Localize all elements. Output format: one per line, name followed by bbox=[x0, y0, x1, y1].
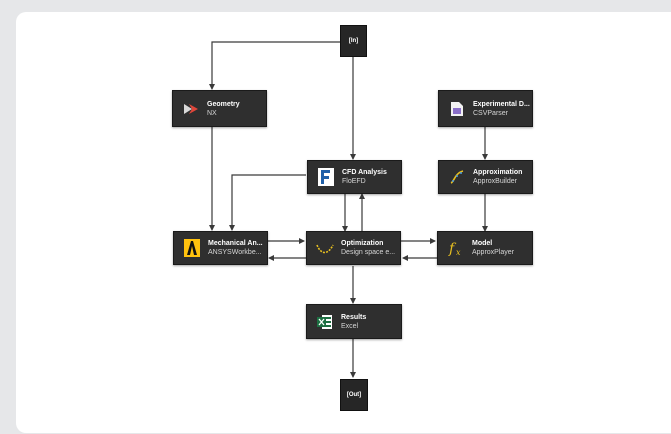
svg-text:f: f bbox=[448, 241, 457, 257]
floefd-icon bbox=[317, 168, 335, 186]
results-subtitle: Excel bbox=[341, 322, 359, 330]
model-subtitle: ApproxPlayer bbox=[472, 249, 515, 256]
cfd-subtitle: FloEFD bbox=[342, 178, 366, 185]
approximation-node[interactable]: Approximation ApproxBuilder bbox=[438, 160, 533, 194]
approximation-subtitle: ApproxBuilder bbox=[473, 178, 517, 185]
nx-icon bbox=[182, 100, 200, 118]
experimental-data-node[interactable]: Experimental D... CSVParser bbox=[438, 90, 533, 127]
svg-text:x: x bbox=[456, 248, 461, 257]
csv-file-icon bbox=[448, 100, 466, 118]
diagram-canvas bbox=[16, 12, 671, 433]
fx-icon: f x bbox=[447, 239, 465, 257]
output-port-label: [Out] bbox=[346, 392, 362, 398]
approximation-title: Approximation bbox=[473, 169, 523, 176]
geometry-subtitle: NX bbox=[207, 109, 217, 117]
experimental-title: Experimental D... bbox=[473, 100, 530, 108]
mechanical-analysis-node[interactable]: Mechanical An... ANSYSWorkbe... bbox=[173, 231, 268, 265]
optimization-subtitle: Design space e... bbox=[341, 249, 396, 256]
geometry-title: Geometry bbox=[207, 100, 240, 108]
mechanical-title: Mechanical An... bbox=[208, 240, 263, 247]
model-node[interactable]: f x Model ApproxPlayer bbox=[437, 231, 533, 265]
input-port[interactable]: [In] bbox=[340, 25, 367, 57]
cfd-analysis-node[interactable]: CFD Analysis FloEFD bbox=[307, 160, 402, 194]
results-node[interactable]: Results Excel bbox=[306, 304, 402, 339]
geometry-node[interactable]: Geometry NX bbox=[172, 90, 267, 127]
model-title: Model bbox=[472, 240, 493, 247]
ansys-icon bbox=[183, 239, 201, 257]
edge-in-geometry bbox=[209, 41, 340, 90]
optimization-title: Optimization bbox=[341, 240, 384, 247]
optimization-node[interactable]: Optimization Design space e... bbox=[306, 231, 401, 265]
cfd-title: CFD Analysis bbox=[342, 169, 387, 176]
approx-builder-icon bbox=[448, 168, 466, 186]
optimization-curve-icon bbox=[316, 239, 334, 257]
mechanical-subtitle: ANSYSWorkbe... bbox=[208, 249, 262, 256]
results-title: Results bbox=[341, 313, 367, 321]
edge-cfd-mechanical bbox=[229, 174, 306, 231]
experimental-subtitle: CSVParser bbox=[473, 109, 509, 117]
excel-icon bbox=[316, 313, 334, 331]
output-port[interactable]: [Out] bbox=[340, 379, 368, 411]
input-port-label: [In] bbox=[348, 38, 359, 44]
